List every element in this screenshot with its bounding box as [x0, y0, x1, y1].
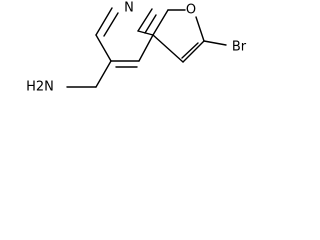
bond-ring-fusion — [152, 9, 169, 36]
atom-bromine-label: Br — [232, 40, 247, 55]
bond-c4-c3a — [138, 34, 154, 62]
bond-n-c6 — [95, 7, 113, 36]
bond-c2-br — [203, 40, 227, 46]
bond-ring-fusion-inner — [144, 14, 157, 34]
bond-c2-c3 — [182, 40, 205, 63]
bond-c6-c5 — [95, 34, 112, 62]
bond-o-c2 — [195, 16, 205, 42]
bond-c7a-n — [137, 8, 153, 32]
chemical-structure-diagram: N O Br H2N — [26, 1, 247, 95]
bond-n-c6-inner — [103, 12, 119, 37]
bond-c5-ch2 — [95, 60, 112, 88]
atom-amine-label: H2N — [26, 80, 54, 95]
bond-c3-c3a — [152, 34, 184, 63]
bond-c2-c3-inner — [181, 42, 199, 59]
atom-nitrogen-label: N — [124, 1, 134, 16]
atom-oxygen-label: O — [186, 3, 196, 18]
